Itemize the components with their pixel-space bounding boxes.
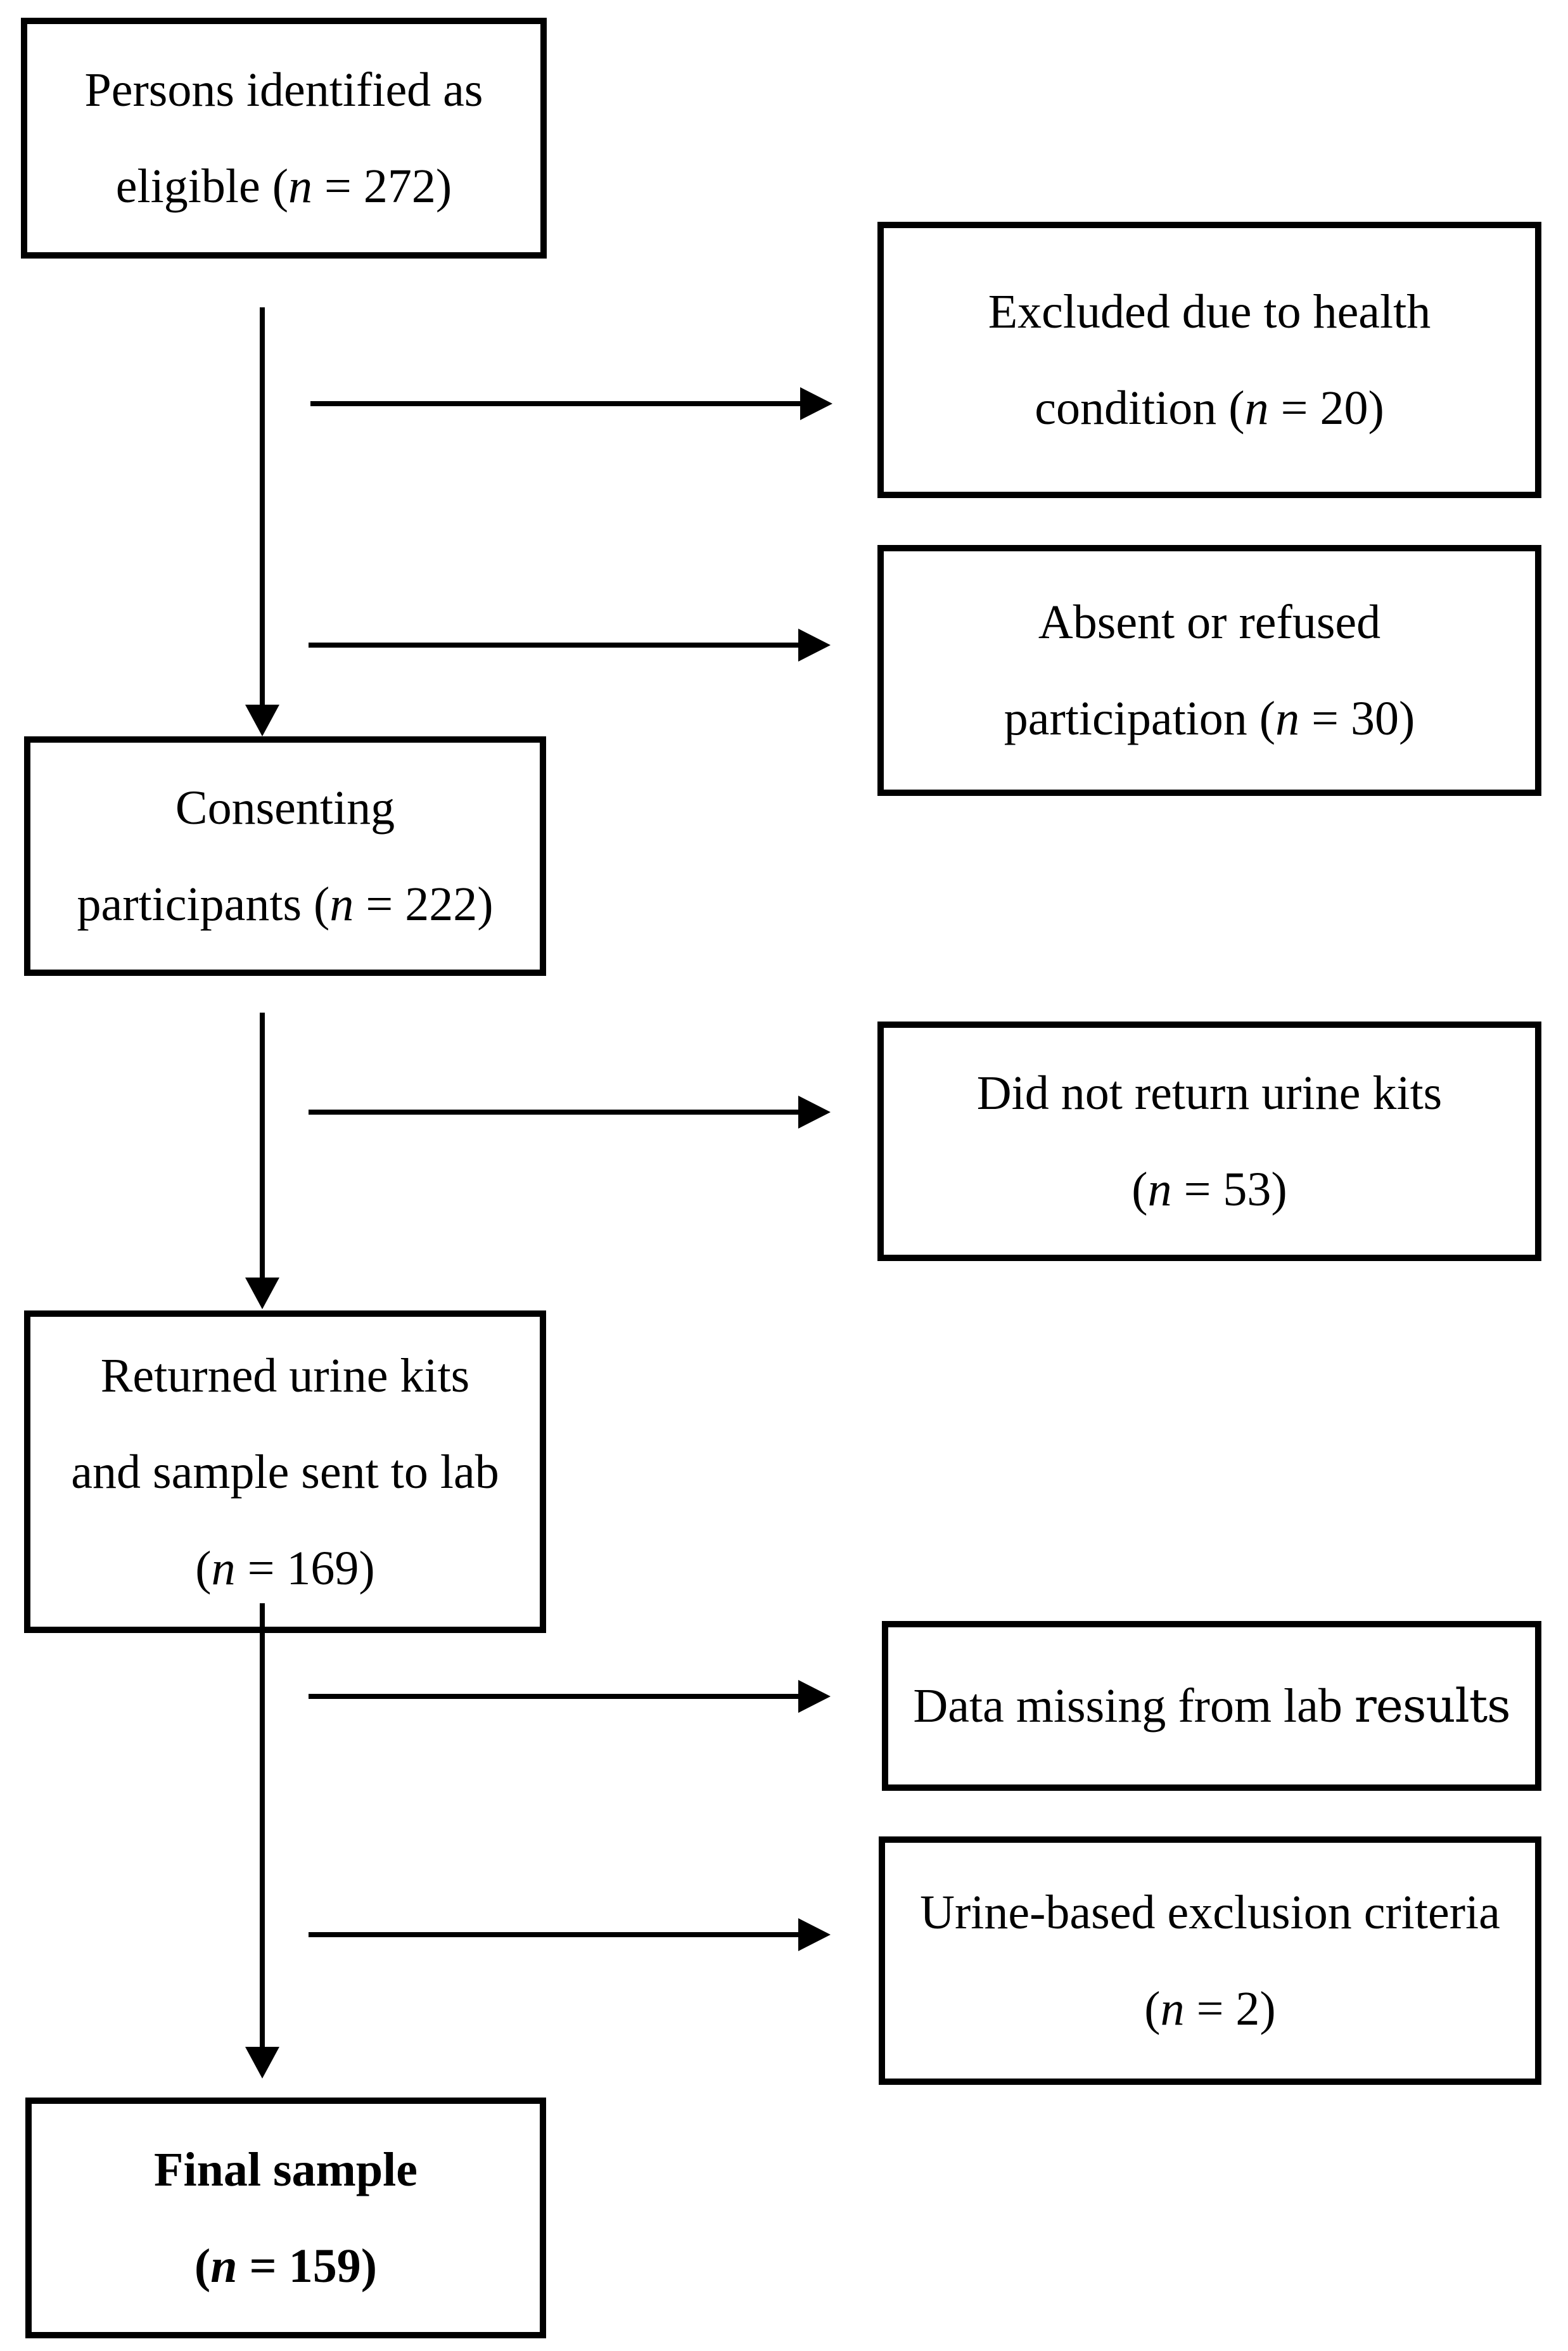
box-line: and sample sent to lab bbox=[71, 1424, 499, 1520]
italic-n: n bbox=[1147, 1163, 1172, 1216]
flow-box-did-not-return: Did not return urine kits (n = 53) bbox=[877, 1022, 1541, 1261]
text-segment: Returned urine kits bbox=[100, 1348, 470, 1402]
text-segment: and sample sent to lab bbox=[71, 1445, 499, 1499]
flow-box-data-missing: Data missing from lab results bbox=[882, 1621, 1541, 1791]
right-arrow-data-missing-shaft bbox=[309, 1694, 800, 1699]
down-arrow-3-shaft bbox=[260, 1603, 265, 2048]
box-line: participants (n = 222) bbox=[77, 856, 493, 952]
text-segment: = 2) bbox=[1184, 1982, 1276, 2035]
text-segment: Persons identified as bbox=[84, 63, 483, 117]
italic-n: n bbox=[210, 2239, 238, 2293]
text-segment: condition ( bbox=[1035, 381, 1245, 435]
italic-n: n bbox=[1275, 692, 1300, 745]
text-segment: = 169) bbox=[235, 1541, 375, 1595]
text-segment: Absent or refused bbox=[1038, 596, 1381, 649]
box-line: eligible (n = 272) bbox=[116, 138, 452, 234]
right-arrow-urine-exclusion-head bbox=[798, 1918, 831, 1951]
text-segment: Consenting bbox=[175, 781, 395, 835]
text-segment: = 222) bbox=[354, 878, 494, 931]
text-segment: Excluded due to health bbox=[988, 285, 1431, 338]
flow-box-excluded-health: Excluded due to health condition (n = 20… bbox=[877, 222, 1541, 498]
box-line: Returned urine kits bbox=[101, 1328, 470, 1424]
right-arrow-excluded-health-shaft bbox=[310, 401, 801, 406]
text-segment: = 272) bbox=[312, 160, 452, 213]
down-arrow-1-head bbox=[245, 705, 279, 736]
flow-box-consenting: Consenting participants (n = 222) bbox=[24, 736, 546, 976]
text-segment: eligible ( bbox=[115, 160, 289, 213]
text-segment: participation ( bbox=[1004, 692, 1276, 745]
box-line: (n = 159) bbox=[194, 2218, 377, 2314]
text-segment: Did not return urine kits bbox=[976, 1067, 1443, 1120]
flow-box-urine-exclusion: Urine-based exclusion criteria (n = 2) bbox=[879, 1836, 1541, 2085]
text-segment: ( bbox=[1144, 1982, 1161, 2035]
text-segment: participants ( bbox=[77, 878, 330, 931]
box-line: Final sample bbox=[154, 2122, 417, 2218]
box-line: Persons identified as bbox=[84, 42, 483, 138]
flow-box-eligible: Persons identified as eligible (n = 272) bbox=[21, 18, 547, 259]
right-arrow-did-not-return-head bbox=[798, 1096, 831, 1129]
down-arrow-1-shaft bbox=[260, 307, 265, 707]
flow-box-final-sample: Final sample (n = 159) bbox=[25, 2098, 546, 2338]
italic-n: n bbox=[1244, 381, 1269, 435]
box-line: condition (n = 20) bbox=[1035, 360, 1384, 456]
italic-n: n bbox=[211, 1541, 236, 1595]
text-segment: ( bbox=[194, 2239, 211, 2293]
box-line: Data missing from lab results bbox=[913, 1658, 1510, 1755]
right-arrow-absent-refused-head bbox=[798, 629, 831, 662]
flow-box-returned-kits: Returned urine kits and sample sent to l… bbox=[24, 1310, 546, 1633]
right-arrow-urine-exclusion-shaft bbox=[309, 1932, 800, 1937]
text-segment: = 20) bbox=[1268, 381, 1384, 435]
box-line: Did not return urine kits bbox=[977, 1045, 1443, 1141]
text-segment: ( bbox=[195, 1541, 212, 1595]
italic-n: n bbox=[1160, 1982, 1185, 2035]
box-line: Consenting bbox=[175, 760, 395, 856]
box-line: (n = 2) bbox=[1144, 1961, 1275, 2057]
italic-n: n bbox=[329, 878, 354, 931]
right-arrow-data-missing-head bbox=[798, 1680, 831, 1713]
flow-box-absent-refused: Absent or refused participation (n = 30) bbox=[877, 545, 1541, 796]
box-line: participation (n = 30) bbox=[1004, 670, 1415, 767]
text-segment: Data missing from lab bbox=[913, 1679, 1354, 1733]
down-arrow-2-head bbox=[245, 1278, 279, 1309]
box-line: (n = 169) bbox=[195, 1520, 374, 1617]
text-segment: Final sample bbox=[154, 2143, 417, 2196]
text-segment: = 30) bbox=[1299, 692, 1415, 745]
text-segment: Urine-based exclusion criteria bbox=[920, 1886, 1500, 1939]
text-segment: ( bbox=[1131, 1163, 1148, 1216]
text-segment-results: results bbox=[1354, 1679, 1511, 1733]
italic-n: n bbox=[288, 160, 313, 213]
down-arrow-3-head bbox=[245, 2047, 279, 2079]
text-segment: = 53) bbox=[1171, 1163, 1287, 1216]
box-line: Excluded due to health bbox=[988, 264, 1431, 360]
box-line: Absent or refused bbox=[1038, 574, 1380, 670]
box-line: (n = 53) bbox=[1131, 1141, 1287, 1238]
right-arrow-absent-refused-shaft bbox=[309, 643, 800, 648]
right-arrow-did-not-return-shaft bbox=[309, 1110, 800, 1115]
right-arrow-excluded-health-head bbox=[800, 387, 832, 420]
text-segment: = 159) bbox=[237, 2239, 378, 2293]
down-arrow-2-shaft bbox=[260, 1013, 265, 1279]
box-line: Urine-based exclusion criteria bbox=[920, 1864, 1500, 1961]
